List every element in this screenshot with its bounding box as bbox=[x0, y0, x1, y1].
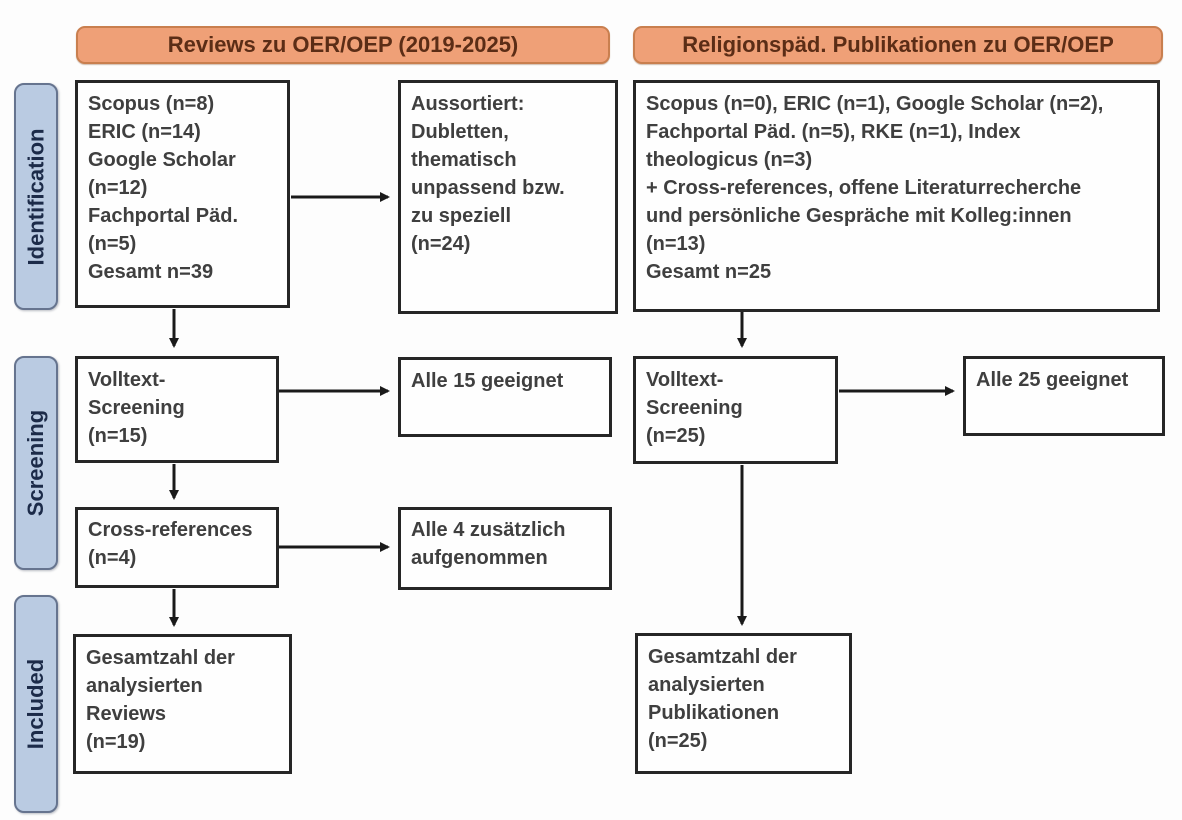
box-left-crossreferences: Cross-references (n=4) bbox=[75, 507, 279, 588]
box-right-sources: Scopus (n=0), ERIC (n=1), Google Scholar… bbox=[633, 80, 1160, 312]
box-right-included-total: Gesamtzahl der analysierten Publikatione… bbox=[635, 633, 852, 774]
box-left-sources: Scopus (n=8) ERIC (n=14) Google Scholar … bbox=[75, 80, 290, 308]
stage-label-screening: Screening bbox=[14, 356, 58, 570]
box-left-fulltext-screening: Volltext- Screening (n=15) bbox=[75, 356, 279, 463]
stage-label-identification: Identification bbox=[14, 83, 58, 310]
column-header-religionspaed: Religionspäd. Publikationen zu OER/OEP bbox=[633, 26, 1163, 64]
box-left-excluded: Aussortiert: Dubletten, thematisch unpas… bbox=[398, 80, 618, 314]
box-left-screening-result: Alle 15 geeignet bbox=[398, 357, 612, 437]
stage-label-screening-text: Screening bbox=[23, 409, 48, 517]
stage-label-included: Included bbox=[14, 595, 58, 813]
stage-label-included-text: Included bbox=[23, 658, 49, 750]
stage-label-identification-text: Identification bbox=[23, 128, 49, 265]
box-left-included-total: Gesamtzahl der analysierten Reviews (n=1… bbox=[73, 634, 292, 774]
box-right-screening-result: Alle 25 geeignet bbox=[963, 356, 1165, 436]
box-left-crossref-result: Alle 4 zusätzlich aufgenommen bbox=[398, 507, 612, 590]
column-header-reviews: Reviews zu OER/OEP (2019-2025) bbox=[76, 26, 610, 64]
box-right-fulltext-screening: Volltext- Screening (n=25) bbox=[633, 356, 838, 464]
